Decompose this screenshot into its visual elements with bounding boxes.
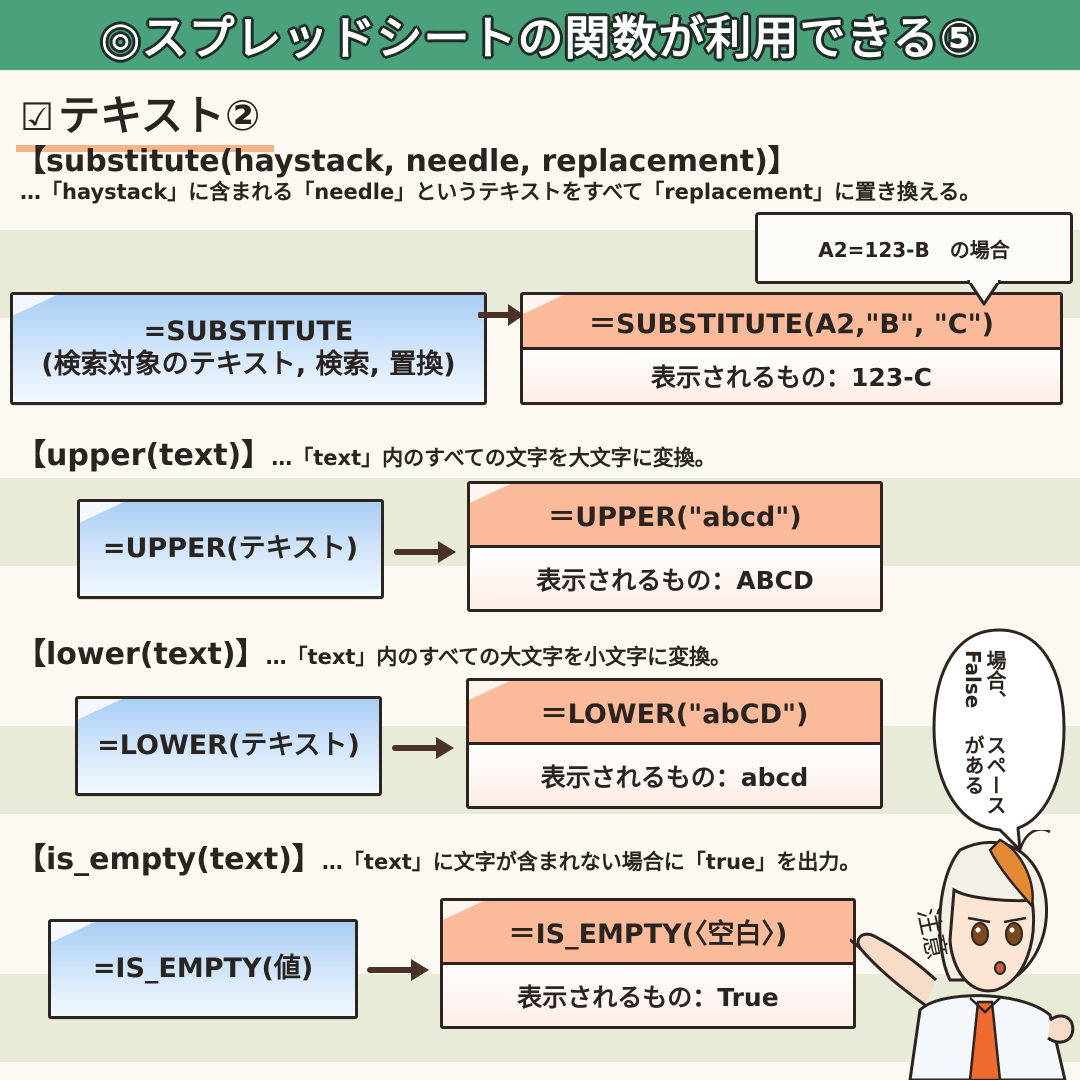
page-header: ◎スプレッドシートの関数が利用できる⑤ (0, 0, 1080, 70)
is-empty-formula: ＝IS_EMPTY(〈空白〉) (443, 901, 853, 965)
upper-syntax-box: =UPPER(テキスト) (77, 499, 384, 599)
substitute-description: …「haystack」に含まれる「needle」というテキストをすべて「repl… (20, 180, 981, 204)
lower-syntax-box: =LOWER(テキスト) (75, 696, 382, 796)
substitute-syntax-line2: (検索対象のテキスト, 検索, 置換) (41, 348, 456, 380)
substitute-heading: 【substitute(haystack, needle, replacemen… (16, 144, 798, 179)
arrow-right-icon (478, 304, 524, 326)
arrow-right-icon (394, 541, 456, 563)
arrow-right-icon (367, 959, 429, 981)
lower-result: 表示されるもの：abcd (469, 745, 880, 806)
bubble-line2: 場合、False (961, 650, 1007, 710)
upper-result: 表示されるもの：ABCD (470, 548, 880, 609)
character-illustration-icon: 注意 (850, 830, 1075, 1080)
speech-bubble-icon (932, 628, 1066, 852)
lower-description: …「text」内のすべての大文字を小文字に変換。 (265, 645, 732, 669)
page-title: ◎スプレッドシートの関数が利用できる⑤ (100, 11, 980, 65)
bubble-line1: スペースがある (961, 734, 1007, 815)
upper-example-box: ＝UPPER("abcd") 表示されるもの：ABCD (467, 481, 883, 612)
callout-text: A2=123-B の場合 (818, 237, 1010, 262)
substitute-syntax-box: =SUBSTITUTE (検索対象のテキスト, 検索, 置換) (10, 292, 487, 405)
is-empty-example-box: ＝IS_EMPTY(〈空白〉) 表示されるもの：True (440, 898, 856, 1029)
upper-formula: ＝UPPER("abcd") (470, 484, 880, 548)
upper-description: …「text」内のすべての文字を大文字に変換。 (271, 446, 716, 470)
arrow-right-icon (392, 737, 454, 759)
upper-syntax: =UPPER(テキスト) (102, 532, 359, 564)
lower-example-box: ＝LOWER("abCD") 表示されるもの：abcd (466, 678, 883, 809)
substitute-syntax-line1: =SUBSTITUTE (143, 316, 354, 348)
substitute-example-box: ＝SUBSTITUTE(A2,"B", "C") 表示されるもの：123-C (520, 292, 1063, 405)
bubble-text: スペースがある 場合、False (961, 650, 1007, 830)
upper-heading: 【upper(text)】…「text」内のすべての文字を大文字に変換。 (16, 438, 716, 473)
substitute-formula: ＝SUBSTITUTE(A2,"B", "C") (523, 295, 1060, 350)
callout-tail-icon (966, 280, 1002, 306)
is-empty-syntax-box: =IS_EMPTY(値) (48, 919, 358, 1019)
substitute-result: 表示されるもの：123-C (523, 350, 1060, 402)
lower-formula: ＝LOWER("abCD") (469, 681, 880, 745)
is-empty-result: 表示されるもの：True (443, 965, 853, 1026)
lower-heading: 【lower(text)】…「text」内のすべての大文字を小文字に変換。 (16, 637, 732, 672)
callout-box: A2=123-B の場合 (755, 212, 1073, 284)
section-title: ☑テキスト② (16, 82, 275, 152)
section-title-text: テキスト② (58, 91, 261, 140)
lower-syntax: =LOWER(テキスト) (97, 729, 360, 761)
is-empty-heading: 【is_empty(text)】…「text」に文字が含まれない場合に「true… (16, 842, 861, 877)
checkbox-icon: ☑ (20, 95, 55, 139)
is-empty-description: …「text」に文字が含まれない場合に「true」を出力。 (321, 850, 861, 874)
is-empty-syntax: =IS_EMPTY(値) (92, 952, 314, 984)
